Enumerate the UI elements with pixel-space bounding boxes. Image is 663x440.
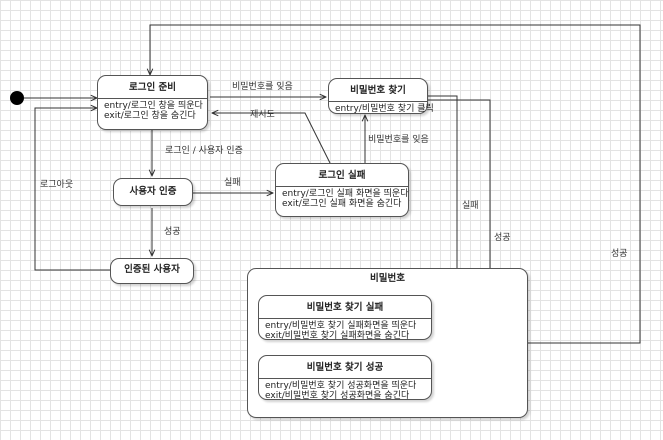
label-login-auth: 로그인 / 사용자 인증 (165, 146, 243, 156)
initial-state (10, 91, 24, 105)
state-user-auth[interactable]: 사용자 인증 (113, 178, 193, 206)
exit-action: exit/비밀번호 찾기 성공화면을 숨긴다 (265, 391, 410, 401)
label-group-success: 성공 (611, 249, 628, 259)
label-logout: 로그아웃 (40, 180, 74, 190)
state-title: 비밀번호 찾기 실패 (306, 302, 384, 313)
label-success: 성공 (164, 227, 181, 237)
state-title: 비밀번호 찾기 성공 (306, 362, 384, 373)
group-title: 비밀번호 (370, 273, 405, 284)
state-login-fail[interactable]: 로그인 실패 entry/로그인 실패 화면을 띄운다 exit/로그인 실패 … (275, 163, 409, 217)
state-title: 사용자 인증 (129, 186, 177, 197)
entry-action: entry/비밀번호 찾기 클릭 (335, 104, 434, 114)
logout-transition (34, 108, 110, 271)
state-find-password[interactable]: 비밀번호 찾기 entry/비밀번호 찾기 클릭 (328, 78, 434, 114)
state-title: 로그인 준비 (128, 82, 176, 93)
state-login-ready[interactable]: 로그인 준비 entry/로그인 창을 띄운다 exit/로그인 창을 숨긴다 (97, 75, 208, 130)
state-title: 로그인 실패 (318, 170, 366, 181)
label-forgot-password-2: 비밀번호를 잊음 (368, 135, 429, 145)
state-find-fail[interactable]: 비밀번호 찾기 실패 entry/비밀번호 찾기 실패화면을 띄운다 exit/… (258, 295, 432, 341)
label-fail: 실패 (224, 178, 241, 188)
entry-action: entry/비밀번호 찾기 성공화면을 띄운다 (265, 381, 417, 391)
retry-transition (212, 113, 331, 164)
state-find-success[interactable]: 비밀번호 찾기 성공 entry/비밀번호 찾기 성공화면을 띄운다 exit/… (258, 355, 432, 401)
label-find-fail: 실패 (462, 201, 479, 211)
group-success-transition (150, 24, 641, 344)
label-retry: 재시도 (250, 110, 275, 120)
exit-action: exit/로그인 실패 화면을 숨긴다 (282, 199, 402, 209)
exit-action: exit/비밀번호 찾기 실패화면을 숨긴다 (265, 331, 410, 341)
state-authed-user[interactable]: 인증된 사용자 (110, 258, 194, 284)
entry-action: entry/로그인 창을 띄운다 (104, 101, 203, 111)
entry-action: entry/비밀번호 찾기 실패화면을 띄운다 (265, 321, 417, 331)
label-find-success: 성공 (494, 233, 511, 243)
label-forgot-password: 비밀번호를 잊음 (232, 82, 293, 92)
exit-action: exit/로그인 창을 숨긴다 (104, 111, 196, 121)
state-title: 비밀번호 찾기 (350, 85, 406, 96)
state-title: 인증된 사용자 (124, 264, 180, 275)
entry-action: entry/로그인 실패 화면을 띄운다 (282, 189, 409, 199)
